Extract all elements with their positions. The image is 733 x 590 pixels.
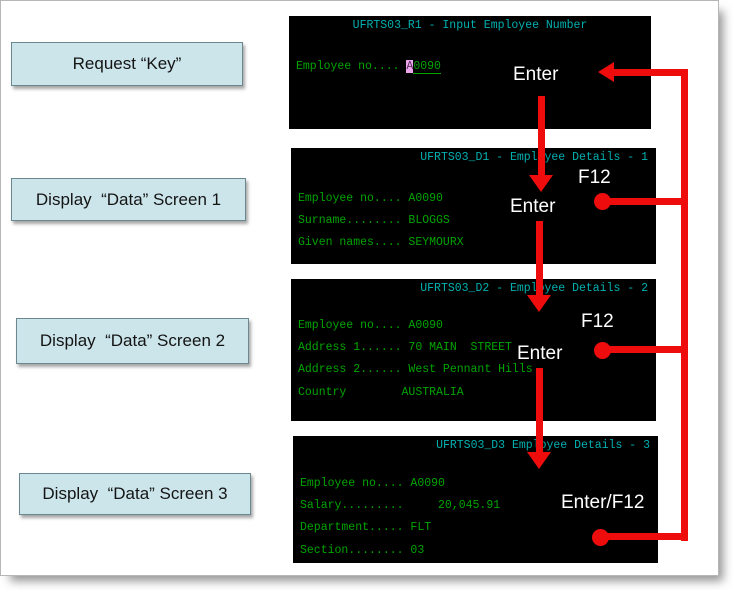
terminal-line: Section........ 03	[300, 543, 425, 557]
terminal-line: Country AUSTRALIA	[298, 385, 464, 399]
field-value: 0090	[413, 60, 441, 74]
flow-label-request-key: Request “Key”	[11, 42, 243, 86]
return-line-stub-d2	[602, 346, 681, 353]
screen-title: UFRTS03_D3 Employee Details - 3	[436, 439, 650, 452]
terminal-screen-d1: UFRTS03_D1 - Employee Details - 1 Employ…	[291, 148, 656, 264]
terminal-line: Address 1...... 70 MAIN STREET	[298, 341, 512, 355]
slide-canvas: Request “Key” Display “Data” Screen 1 Di…	[0, 0, 719, 576]
screen-body: Employee no.... A0090 Surname........ BL…	[298, 188, 656, 255]
flow-label-text: Display “Data” Screen 3	[42, 484, 228, 503]
terminal-line: Employee no.... A0090	[298, 192, 443, 205]
return-line-vertical	[681, 69, 688, 541]
terminal-line: Department..... FLT	[300, 521, 432, 535]
flow-label-text: Display “Data” Screen 1	[35, 189, 222, 209]
key-label-enter-f12-d3: Enter/F12	[561, 492, 645, 513]
arrow-down-icon	[529, 175, 553, 192]
screen-title: UFRTS03_R1 - Input Employee Number	[352, 19, 588, 32]
arrow-down-icon	[527, 295, 551, 312]
enter-arrow-shaft-2	[536, 221, 543, 296]
return-line-top	[613, 69, 685, 76]
enter-arrow-shaft-3	[536, 368, 543, 453]
employee-no-field: Employee no.... A0090	[296, 56, 651, 78]
terminal-line: Surname........ BLOGGS	[298, 214, 450, 228]
key-label-enter-d2: Enter	[517, 343, 563, 364]
connector-dot-icon	[594, 342, 611, 359]
arrow-down-icon	[527, 452, 551, 469]
flow-label-display-data-screen-3: Display “Data” Screen 3	[19, 473, 251, 515]
return-line-stub-d3	[601, 533, 681, 540]
key-label-f12-d1: F12	[578, 167, 611, 188]
screen-title: UFRTS03_D2 - Employee Details - 2	[420, 282, 648, 295]
terminal-line: Given names.... SEYMOURX	[298, 236, 464, 250]
key-label-f12-d2: F12	[581, 311, 614, 332]
terminal-line: Employee no.... A0090	[298, 319, 443, 332]
screen-title: UFRTS03_D1 - Employee Details - 1	[420, 151, 648, 164]
flow-label-display-data-screen-1: Display “Data” Screen 1	[11, 178, 246, 221]
screen-body: Employee no.... A0090 Address 1...... 70…	[298, 315, 656, 404]
arrow-left-icon	[598, 62, 614, 82]
terminal-line: Employee no.... A0090	[300, 477, 445, 490]
flow-label-text: Display “Data” Screen 2	[39, 331, 226, 350]
enter-arrow-shaft-1	[538, 96, 545, 176]
screen-body: Employee no.... A0090 Salary......... 20…	[300, 473, 658, 562]
field-label: Employee no....	[296, 60, 407, 73]
connector-dot-icon	[592, 529, 609, 546]
cursor-block: A	[406, 60, 414, 73]
connector-dot-icon	[594, 193, 611, 210]
terminal-line: Salary......... 20,045.91	[300, 499, 501, 513]
key-label-enter-r1: Enter	[513, 64, 559, 85]
flow-label-display-data-screen-2: Display “Data” Screen 2	[16, 318, 249, 364]
terminal-screen-r1: UFRTS03_R1 - Input Employee Number Emplo…	[289, 16, 651, 129]
return-line-stub-d1	[602, 198, 681, 205]
key-label-enter-d1: Enter	[510, 196, 556, 217]
flow-label-text: Request “Key”	[72, 54, 182, 73]
terminal-line: Address 2...... West Pennant Hills	[298, 363, 533, 377]
